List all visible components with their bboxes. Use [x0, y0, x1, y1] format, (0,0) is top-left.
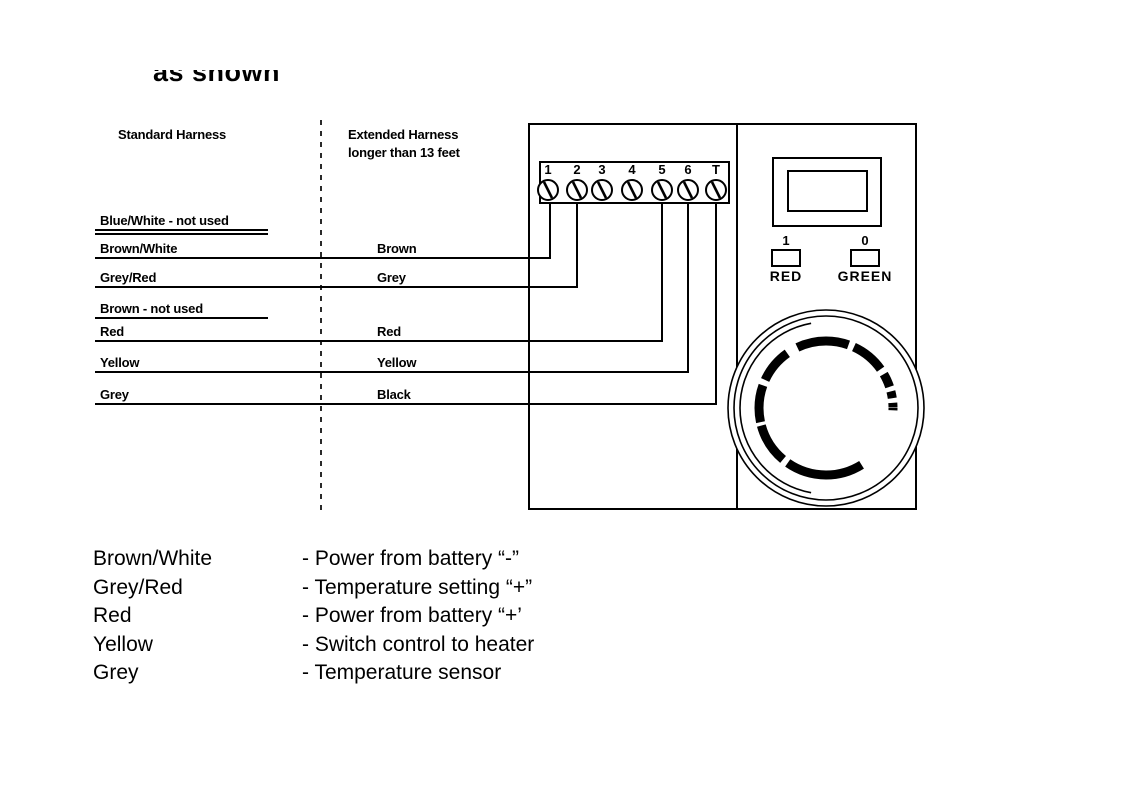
- wire-label-standard-greyred: Grey/Red: [100, 270, 157, 285]
- legend-wire-brownwhite: Brown/White: [93, 547, 213, 570]
- wire-label-extended-grey: Grey: [377, 270, 406, 285]
- wire-label-standard-brownwhite: Brown/White: [100, 241, 178, 256]
- wire-vertical-terminal-1: [549, 204, 551, 259]
- wire-line-grey-black: [95, 403, 717, 405]
- legend-wire-red: Red: [93, 604, 132, 627]
- heading-text: as shown: [153, 70, 281, 87]
- display-screen: [787, 170, 868, 212]
- wire-label-standard-brown: Brown - not used: [100, 301, 203, 316]
- legend-wire-greyred: Grey/Red: [93, 576, 183, 599]
- legend-desc-yellow: - Switch control to heater: [302, 633, 535, 656]
- indicator-green-number: 0: [861, 233, 869, 248]
- dial-middle-ring: [733, 315, 919, 501]
- wire-line-brownwhite: [95, 257, 551, 259]
- screw-icon: [537, 179, 559, 201]
- column-header-extended: Extended Harness longer than 13 feet: [348, 126, 460, 162]
- indicator-red-number: 1: [782, 233, 790, 248]
- wire-vertical-terminal-5: [661, 204, 663, 342]
- terminal-number-5: 5: [658, 162, 666, 177]
- wire-line-yellow: [95, 371, 689, 373]
- screw-icon: [566, 179, 588, 201]
- terminal-number-t: T: [712, 162, 720, 177]
- terminal-number-1: 1: [544, 162, 552, 177]
- terminal-number-2: 2: [573, 162, 581, 177]
- legend-desc-greyred: - Temperature setting “+”: [302, 576, 533, 599]
- terminal-screws: [537, 179, 727, 201]
- heading-clipped: as shown: [153, 70, 373, 90]
- screw-icon: [677, 179, 699, 201]
- screw-icon: [591, 179, 613, 201]
- wire-line-greyred: [95, 286, 578, 288]
- dial-ridge-arc: [739, 322, 812, 494]
- wire-label-extended-yellow: Yellow: [377, 355, 417, 370]
- display-frame: [772, 157, 882, 227]
- underline-bluewhite-1: [95, 229, 268, 231]
- indicator-red-lamp: [771, 249, 801, 267]
- wire-vertical-terminal-2: [576, 204, 578, 288]
- screw-icon: [705, 179, 727, 201]
- underline-brown-notused: [95, 317, 268, 319]
- indicator-green-label: GREEN: [837, 268, 893, 284]
- wire-vertical-terminal-6: [687, 204, 689, 373]
- wire-line-red: [95, 340, 663, 342]
- indicator-red-label: RED: [769, 268, 803, 284]
- wire-label-standard-grey: Grey: [100, 387, 129, 402]
- terminal-number-4: 4: [628, 162, 636, 177]
- dial-scale-marks: [754, 336, 898, 480]
- device-outline: [528, 123, 917, 510]
- wire-label-standard-red: Red: [100, 324, 124, 339]
- wire-label-extended-red: Red: [377, 324, 401, 339]
- wire-label-extended-black: Black: [377, 387, 411, 402]
- indicator-green-lamp: [850, 249, 880, 267]
- wire-label-extended-brown: Brown: [377, 241, 417, 256]
- screw-icon: [621, 179, 643, 201]
- legend-wire-yellow: Yellow: [93, 633, 153, 656]
- terminal-number-6: 6: [684, 162, 692, 177]
- column-header-extended-line2: longer than 13 feet: [348, 145, 460, 160]
- device-center-divider: [736, 123, 738, 510]
- underline-bluewhite-2: [95, 233, 268, 235]
- wire-vertical-terminal-t: [715, 204, 717, 405]
- terminal-number-3: 3: [598, 162, 606, 177]
- column-header-standard: Standard Harness: [118, 127, 227, 142]
- legend-desc-brownwhite: - Power from battery “-”: [302, 547, 520, 570]
- column-header-extended-line1: Extended Harness: [348, 127, 459, 142]
- wire-label-standard-bluewhite: Blue/White - not used: [100, 213, 229, 228]
- legend-desc-red: - Power from battery “+’: [302, 604, 522, 627]
- screw-icon: [651, 179, 673, 201]
- thermostat-dial: [727, 309, 925, 507]
- wire-label-standard-yellow: Yellow: [100, 355, 140, 370]
- legend-desc-grey: - Temperature sensor: [302, 661, 502, 684]
- legend-wire-grey: Grey: [93, 661, 139, 684]
- column-divider-dashed-line: [320, 120, 322, 512]
